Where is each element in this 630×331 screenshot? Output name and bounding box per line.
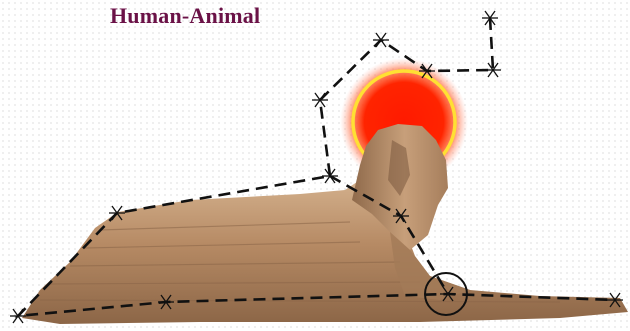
sphinx-constellation-scene xyxy=(0,0,630,331)
